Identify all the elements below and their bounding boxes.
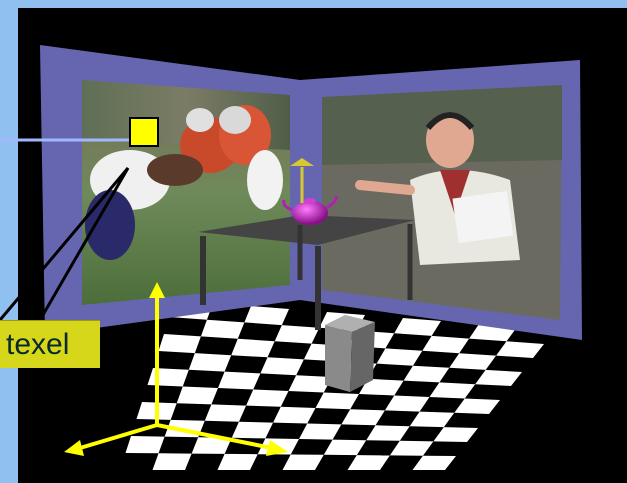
floor-tile [201, 320, 245, 339]
floor-tile [148, 368, 189, 387]
texel-marker [130, 118, 158, 146]
floor-tile [153, 453, 192, 470]
floor-tile [177, 387, 218, 405]
floor-tile [189, 353, 231, 372]
floor-tile [231, 339, 275, 358]
texel-callout: texel [0, 320, 100, 368]
gray-box [325, 315, 375, 392]
floor-tile [244, 306, 289, 325]
floor-tile [205, 404, 246, 421]
floor-tile [275, 325, 320, 344]
coach-with-headset-photo [322, 85, 562, 320]
floor-tile [260, 357, 304, 375]
floor-tile [218, 372, 260, 390]
floor-tile [159, 334, 201, 353]
floor-tile [126, 436, 165, 453]
